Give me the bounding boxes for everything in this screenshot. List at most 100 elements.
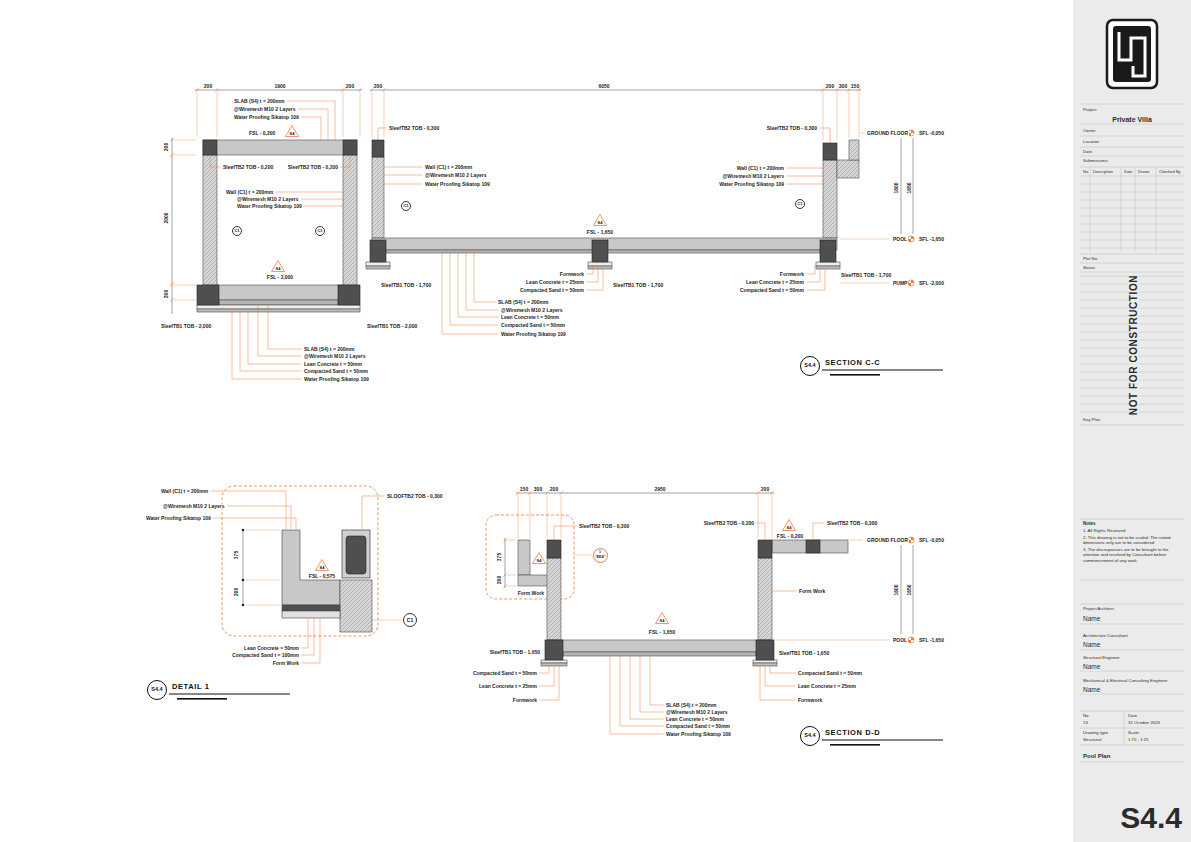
title-block-text: Project xyxy=(1082,108,1097,112)
leader-line xyxy=(227,506,291,529)
drawing-annotation: Lean Concrete t = 50mm xyxy=(665,717,725,722)
drawing-annotation: PUMP xyxy=(892,281,908,286)
tag-text: S4.4 xyxy=(151,687,162,693)
leader-line xyxy=(302,618,309,648)
level-marker xyxy=(908,280,914,286)
tag-text: C1 xyxy=(317,229,322,233)
pit-structure xyxy=(217,285,343,300)
level-marker xyxy=(908,236,914,242)
pit-structure xyxy=(197,305,360,309)
drawing-annotation: Compacted Sand t = 50mm xyxy=(519,288,585,293)
section-dd-structure xyxy=(772,540,848,553)
drawing-annotation: SLOOFTB2 TOB - 0,300 xyxy=(386,494,443,499)
tag-triangle xyxy=(656,612,669,623)
section-dd-structure xyxy=(547,558,561,640)
section-dd-structure xyxy=(756,640,774,660)
company-logo xyxy=(1113,26,1151,82)
tag-text: S4 xyxy=(660,619,665,623)
drawing-annotation: 1650 xyxy=(907,583,912,596)
wall-type-tag: C1 xyxy=(401,201,411,211)
pool-structure xyxy=(816,266,840,269)
drawing-annotation: SleefTB2 TOB - 0,200 xyxy=(222,165,274,170)
level-marker xyxy=(908,130,914,643)
title-block-text: Drawing type xyxy=(1082,731,1109,735)
drawing-annotation: GROUND FLOOR xyxy=(866,538,909,543)
title-block-text: Location xyxy=(1082,140,1100,144)
drawing-annotation: FSL - 2,000 xyxy=(266,275,294,280)
view-title-underline xyxy=(177,698,227,700)
dimension-ticks xyxy=(171,139,174,302)
extension-lines xyxy=(776,133,889,640)
leader-line xyxy=(770,666,796,673)
leader-line xyxy=(304,206,343,207)
leader-line xyxy=(458,253,499,317)
tag-text: S4.4 xyxy=(596,556,603,560)
title-block-text: 3. The discrepancies are to be brought t… xyxy=(1082,547,1184,564)
drawing-annotation: SLAB (S4) t = 200mm xyxy=(665,703,717,708)
pit-structure xyxy=(338,285,360,305)
detail-structure xyxy=(282,611,340,618)
drawing-annotation: Water Proofing Sikatop 109 xyxy=(665,732,732,737)
section-tag: S4 xyxy=(782,519,796,531)
title-block-text: Pool Plan xyxy=(1082,753,1111,759)
leader-line xyxy=(362,496,385,529)
wall-type-tag: C1 xyxy=(232,226,242,236)
leader-line xyxy=(474,250,496,302)
drawing-annotation: SLAB (S4) t = 200mm xyxy=(233,99,285,104)
leader-line xyxy=(302,618,321,663)
drawing-annotation: FSL - 1,650 xyxy=(648,630,676,635)
leader-line xyxy=(540,666,550,673)
drawing-annotation: 2000 xyxy=(164,211,169,224)
drawing-annotation: FSL - 0,575 xyxy=(308,574,336,579)
title-block-text: Submissions: xyxy=(1082,159,1110,163)
tag-triangle xyxy=(594,214,607,225)
pool-structure xyxy=(588,266,612,269)
leader-line xyxy=(301,117,321,140)
tag-text: S4.4 xyxy=(804,733,815,739)
section-dd-structure xyxy=(486,515,848,666)
tag-triangle xyxy=(286,125,299,136)
company-logo xyxy=(1107,20,1157,88)
extension-lines xyxy=(174,92,889,640)
drawing-annotation: Wall (C1) t = 200mm xyxy=(424,165,473,170)
drawing-annotation: 200 xyxy=(234,587,239,597)
extension-lines xyxy=(174,140,196,300)
pool-structure xyxy=(366,140,859,269)
dimension-dots xyxy=(242,604,245,607)
title-block-text: Architecture Consultant xyxy=(1082,634,1129,638)
view-title-bubble: S4.4SECTION C-C xyxy=(800,356,820,376)
drawing-annotation: @Wiremesh M10 2 Layers xyxy=(424,173,488,178)
title-block-text: Owner xyxy=(1082,129,1097,133)
pit-structure xyxy=(203,140,357,155)
section-tag: S4 xyxy=(315,559,329,571)
view-title-bubble: S4.4DETAIL 1 xyxy=(147,680,167,700)
title-block-text: Name xyxy=(1082,616,1101,623)
tag-text: S4 xyxy=(537,559,542,563)
pit-structure xyxy=(197,140,360,312)
tag-text: C1 xyxy=(797,202,802,206)
level-marker xyxy=(908,280,914,286)
dimension-ticks xyxy=(196,89,861,92)
tag-text: 1 xyxy=(599,551,601,555)
tag-text: S4 xyxy=(290,132,295,136)
section-dd-structure xyxy=(753,663,777,666)
drawing-annotation: Lean Concrete t = 25mm xyxy=(478,684,538,689)
drawing-annotation: 375 xyxy=(234,550,239,560)
title-block-text: Date xyxy=(1123,170,1133,174)
pool-structure xyxy=(823,160,837,238)
view-title-bubble: S4.4SECTION D-D xyxy=(800,726,820,746)
view-title: DETAIL 1 xyxy=(171,683,210,691)
drawing-annotation: 200 xyxy=(497,575,502,585)
leader-line xyxy=(210,155,221,167)
drawing-annotation: SFL -2,000 xyxy=(918,281,945,286)
title-block-text: Structural Engineer xyxy=(1082,656,1121,660)
drawing-annotation: 200 xyxy=(760,487,770,492)
title-block-text: Scale: xyxy=(1127,731,1141,735)
pit-structure xyxy=(219,300,338,305)
drawing-annotation: @Wiremesh M10 2 Layers xyxy=(500,308,564,313)
drawing-annotation: @Wiremesh M10 2 Layers xyxy=(303,354,367,359)
drawing-annotation: Wall (C1) t = 200mm xyxy=(225,190,274,195)
leader-line xyxy=(610,656,664,734)
drawing-annotation: SleefTB2 TOB - 0,300 xyxy=(826,521,878,526)
